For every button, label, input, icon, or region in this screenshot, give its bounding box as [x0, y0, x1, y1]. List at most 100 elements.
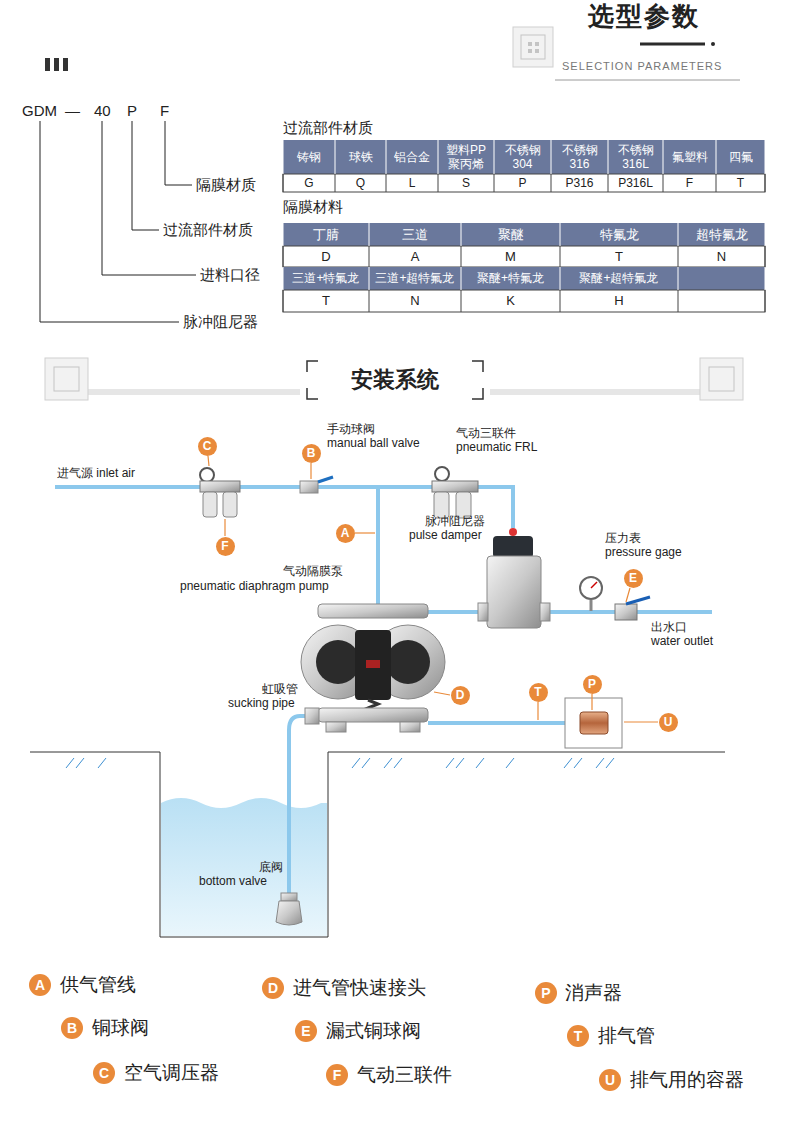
callout-letter: U	[664, 716, 673, 728]
callout-letter: C	[203, 440, 212, 452]
callout-letter: P	[541, 986, 550, 1000]
ground-part	[161, 798, 327, 936]
diaphragm-pump-part	[305, 708, 319, 724]
model-code: P	[127, 102, 137, 119]
table-header-cell: 铸钢	[283, 140, 335, 174]
grid-line	[678, 223, 679, 246]
table-cell: G	[283, 174, 335, 192]
air-regulator-part	[203, 492, 217, 517]
grid-line	[608, 174, 609, 192]
pressure-gage-part	[580, 577, 602, 599]
code-label: 过流部件材质	[163, 221, 253, 238]
pulse-damper-part	[493, 536, 533, 558]
table-cell: F	[663, 174, 716, 192]
ball-valve	[300, 477, 333, 493]
grid-line	[765, 223, 766, 246]
pulse-damper-part	[540, 603, 550, 621]
air-regulator-part	[200, 481, 240, 492]
callout-letter: P	[588, 678, 596, 690]
grid-line	[461, 290, 462, 312]
model-code: 40	[94, 102, 111, 119]
callout-leaders-part	[434, 692, 450, 695]
part-label: pneumatic diaphragm pump	[180, 580, 329, 594]
section-decor-part	[300, 358, 490, 402]
callout-letter: F	[221, 540, 228, 552]
pressure-gage-part	[615, 604, 637, 620]
section-decor-part	[700, 358, 743, 400]
grid-line	[560, 267, 561, 290]
part-label: 底阀	[259, 861, 283, 875]
callout-letter: T	[534, 686, 541, 698]
grid-line	[551, 174, 552, 192]
part-label: water outlet	[651, 635, 713, 649]
part-label: 虹吸管	[262, 683, 298, 697]
callout-circle: A	[336, 524, 355, 543]
grid-line	[461, 267, 462, 290]
grid-line	[678, 246, 679, 267]
part-label: 进气源 inlet air	[57, 467, 135, 481]
grid-line	[438, 174, 439, 192]
key-description: 供气管线	[60, 974, 136, 996]
grid-line	[461, 246, 462, 267]
callout-circle: B	[61, 1017, 83, 1039]
callout-circle: T	[529, 683, 548, 702]
subtitle: SELECTION PARAMETERS	[562, 60, 722, 73]
table-fill-part	[283, 174, 765, 192]
part-label: pulse damper	[409, 529, 482, 543]
frl-unit	[432, 467, 478, 518]
table-fill-part	[283, 223, 765, 246]
pipes-part	[289, 716, 318, 893]
callout-leaders-part	[355, 532, 375, 533]
header-decor-part	[521, 35, 545, 59]
part-label: manual ball valve	[327, 437, 420, 451]
header-decor-part	[513, 27, 553, 67]
table-cell: T	[716, 174, 765, 192]
grid-line	[335, 174, 336, 192]
key-description: 排气用的容器	[630, 1069, 744, 1091]
callout-leaders-part	[208, 456, 209, 466]
key-description: 进气管快速接头	[293, 977, 426, 999]
header-decor-part	[528, 42, 532, 46]
table-cell: K	[461, 290, 560, 312]
air-regulator-part	[223, 492, 237, 517]
pipes-part	[428, 610, 712, 614]
grid-line	[560, 246, 561, 267]
table-header-cell: 超特氟龙	[678, 223, 765, 246]
table-header-cell: 氟塑料	[663, 140, 716, 174]
key-description: 空气调压器	[124, 1062, 219, 1084]
frl-unit-part	[432, 481, 478, 492]
key-description: 气动三联件	[357, 1064, 452, 1086]
callout-letter: A	[35, 978, 45, 992]
key-description: 漏式铜球阀	[326, 1020, 421, 1042]
pulse-damper	[478, 528, 550, 628]
callout-circle: U	[659, 713, 678, 732]
grid-line	[608, 140, 609, 174]
grid-line	[283, 290, 284, 312]
table-cell: D	[283, 246, 369, 267]
callout-circle: P	[535, 982, 557, 1004]
callout-letter: D	[268, 981, 278, 995]
part-label: pressure gage	[605, 546, 682, 560]
page-title: 选型参数	[588, 2, 700, 32]
part-label: 出水口	[651, 621, 687, 635]
diaphragm-pump-part	[318, 604, 428, 618]
callout-leaders-part	[591, 694, 592, 710]
part-label: 脉冲阻尼器	[425, 515, 485, 529]
pulse-damper-part	[509, 528, 517, 536]
header-decor-part	[54, 58, 59, 71]
key-description: 消声器	[565, 982, 622, 1004]
grid-line	[560, 223, 561, 246]
table-cell: N	[678, 246, 765, 267]
grid-line	[386, 174, 387, 192]
pressure-gage-part	[590, 600, 593, 611]
section-decor-part	[45, 358, 88, 400]
grid-line	[494, 174, 495, 192]
leader-lines-part	[40, 121, 179, 322]
callout-leaders-part	[224, 519, 225, 536]
header-decor-part	[640, 43, 705, 46]
table-cell: H	[560, 290, 678, 312]
table-header-cell: 不锈钢 316L	[608, 140, 663, 174]
callout-letter: D	[456, 689, 465, 701]
pulse-damper-part	[487, 556, 541, 628]
table-cell: Q	[335, 174, 386, 192]
